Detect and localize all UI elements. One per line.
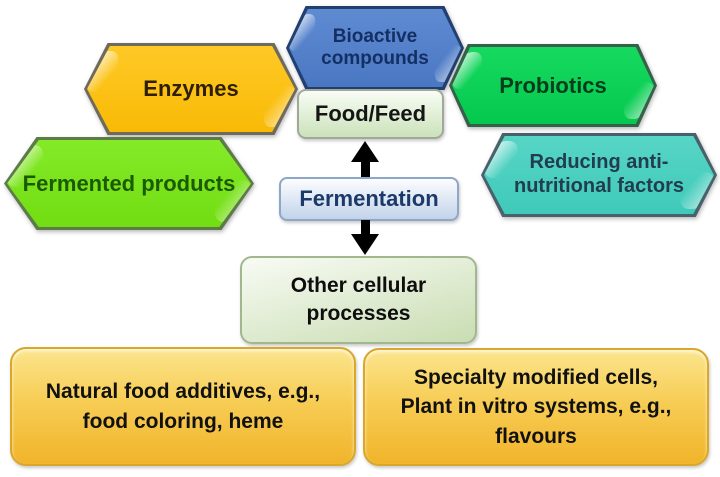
arrow-up-fermentation-to-food-feed [351, 141, 379, 177]
label-line: Enzymes [143, 76, 239, 102]
hexagon-label: Enzymes [84, 43, 298, 135]
arrowhead-up-icon [351, 141, 379, 162]
label-line: flavours [495, 424, 577, 448]
hexagon-fill [7, 140, 251, 227]
box-label: Food/Feed [314, 101, 427, 126]
box-other-cellular-processes: Other cellular processes [240, 256, 477, 344]
hexagon-label: Fermented products [4, 137, 254, 230]
label-line: Fermented products [22, 170, 236, 196]
label-line: Natural food additives, e.g., [45, 380, 321, 404]
box-food-feed: Food/Feed [297, 89, 444, 139]
label-line: Other cellular [290, 273, 427, 297]
hexagon-label: Reducing anti- nutritional factors [481, 133, 717, 217]
label-line: food coloring, heme [82, 409, 284, 433]
hexagon-label: Probiotics [449, 44, 657, 127]
hexagon-enzymes: Enzymes [84, 43, 298, 135]
hexagon-reducing-antinutritional-factors: Reducing anti- nutritional factors [481, 133, 717, 217]
label-line: Plant in vitro systems, e.g., [400, 395, 672, 419]
box-fermentation: Fermentation [279, 177, 459, 221]
label-line: processes [306, 302, 411, 325]
hexagon-fill [484, 136, 714, 214]
hexagon-fill [452, 47, 654, 124]
arrow-down-fermentation-to-other-processes [351, 220, 379, 255]
box-natural-food-additives: Natural food additives, e.g., food color… [10, 347, 356, 466]
label-line: Specialty modified cells, [414, 365, 658, 389]
hexagon-bioactive-compounds: Bioactive compounds [286, 6, 464, 90]
hexagon-fill [87, 46, 295, 132]
label-line: Bioactive [332, 25, 418, 47]
hexagon-fermented-products: Fermented products [4, 137, 254, 230]
label-line: compounds [321, 48, 429, 69]
arrowhead-down-icon [351, 234, 379, 255]
box-label: Fermentation [299, 186, 439, 211]
box-specialty-modified-cells: Specialty modified cells, Plant in vitro… [363, 348, 709, 466]
arrow-stem [360, 162, 370, 177]
arrow-stem [360, 220, 370, 234]
label-line: nutritional factors [513, 175, 684, 197]
hexagon-fill [289, 9, 461, 87]
label-line: Reducing anti- [529, 151, 669, 174]
label-line: Probiotics [499, 72, 607, 98]
hexagon-label: Bioactive compounds [286, 6, 464, 90]
hexagon-probiotics: Probiotics [449, 44, 657, 127]
